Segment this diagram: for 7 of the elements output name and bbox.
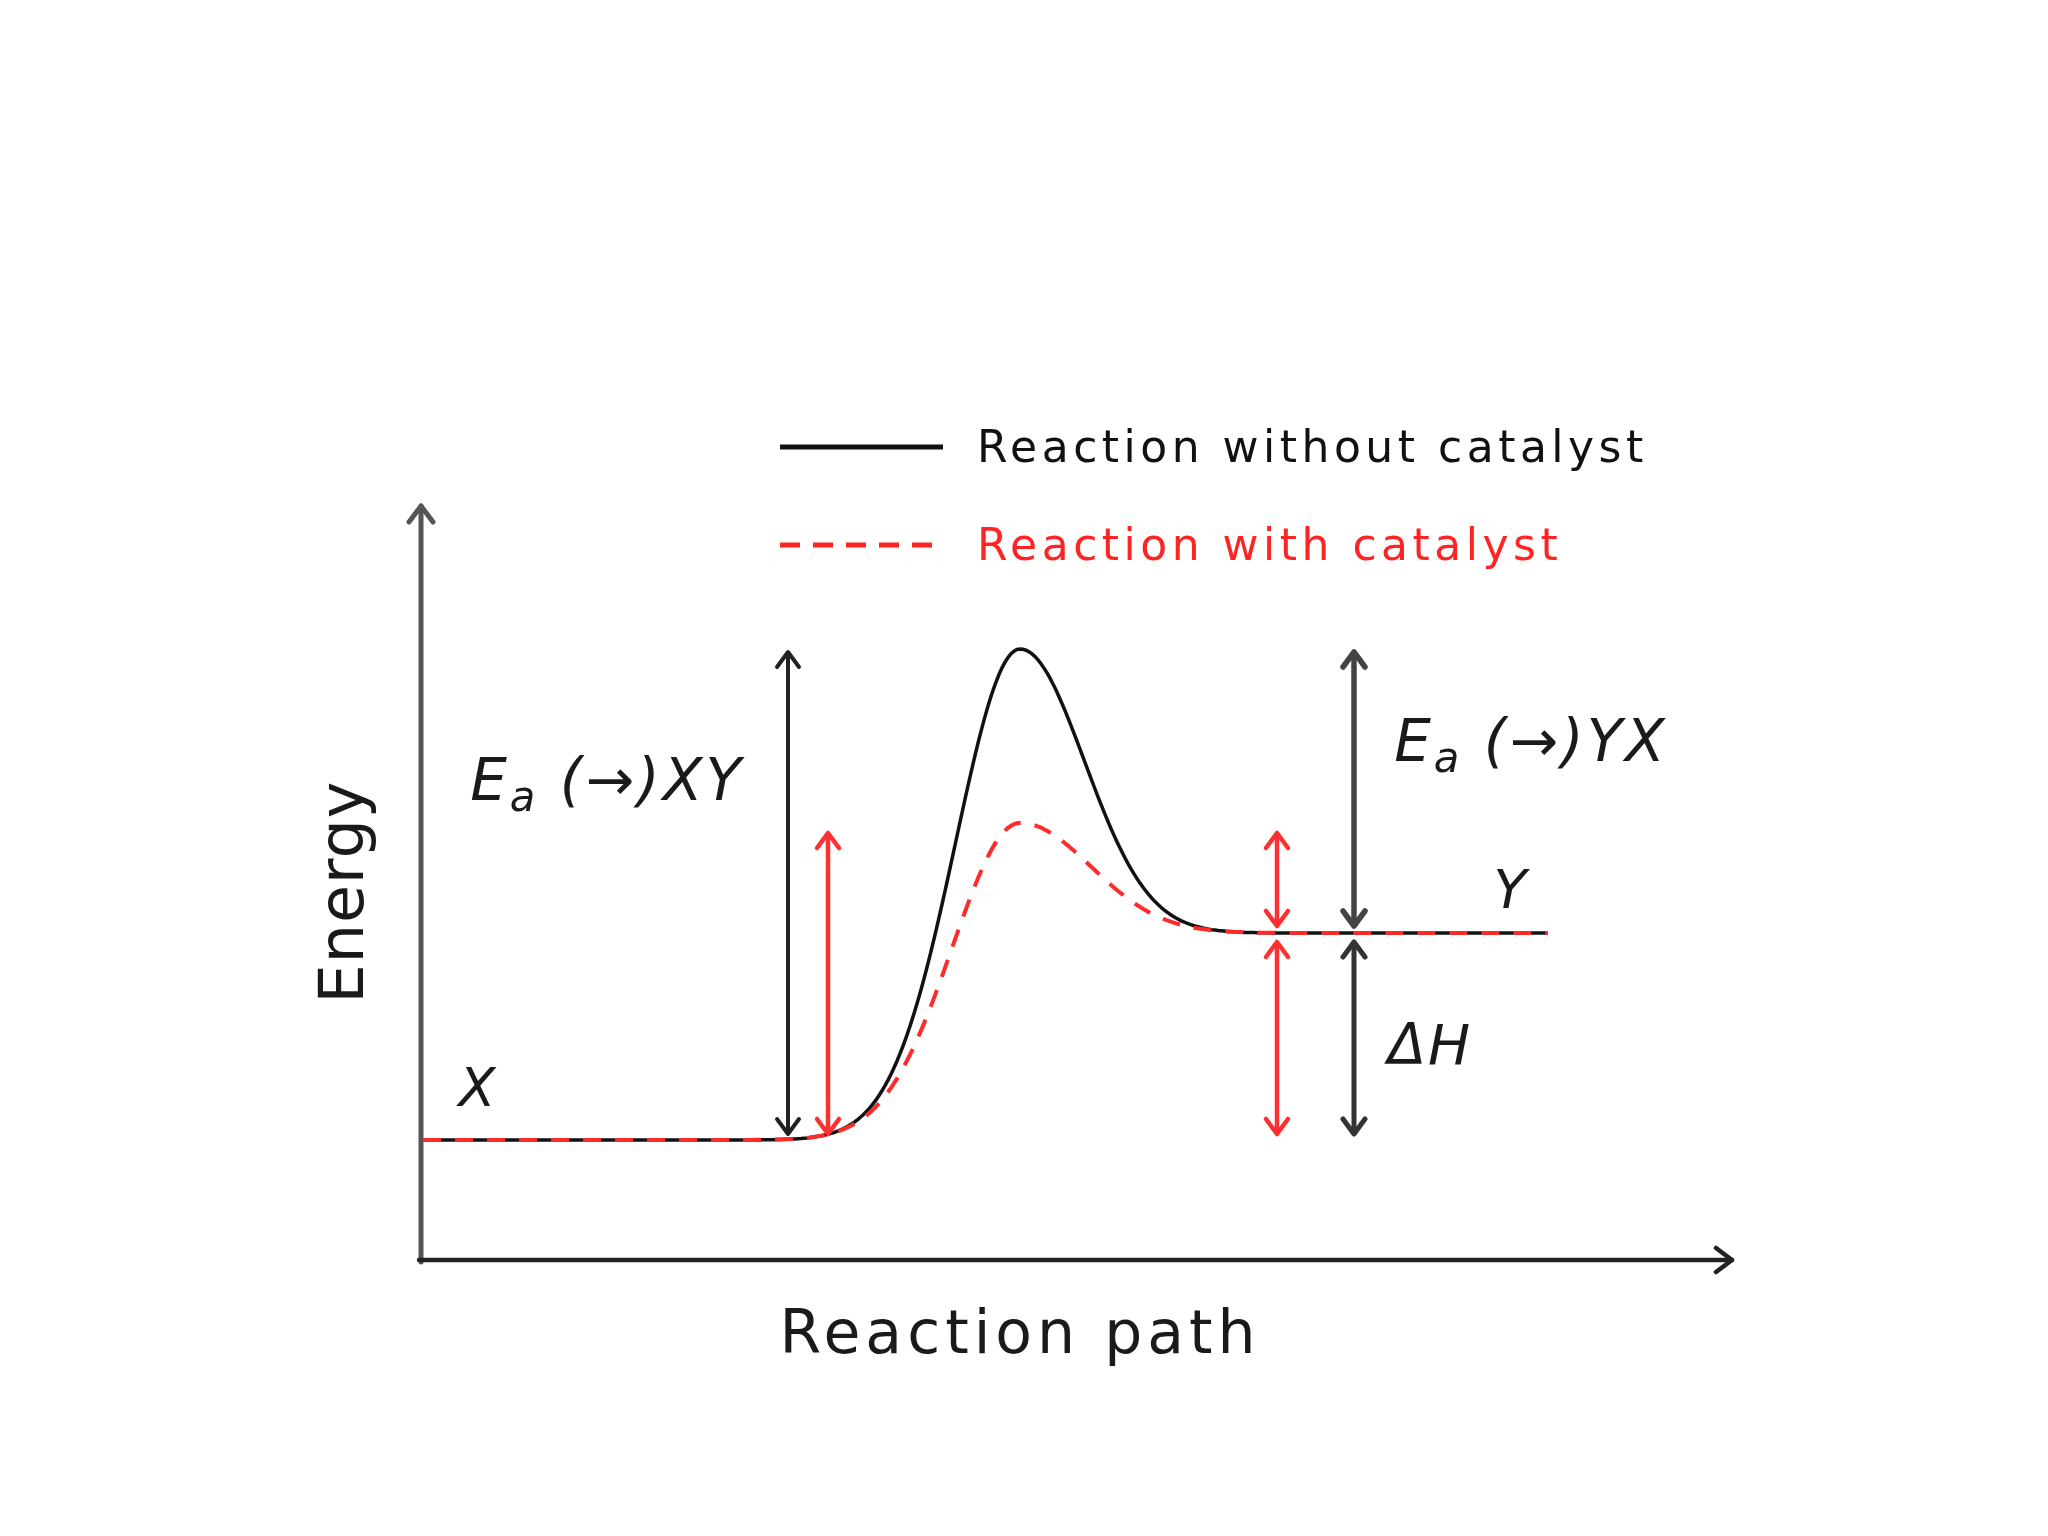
legend-label: Reaction with catalyst xyxy=(977,520,1563,571)
legend-label: Reaction without catalyst xyxy=(977,422,1648,473)
axis-title: Energy xyxy=(306,780,378,1004)
axis-title: Reaction path xyxy=(779,1297,1261,1367)
activation-energy-label: E$_{a}$ (→)YX xyxy=(1394,708,1668,782)
state-label: X xyxy=(458,1056,496,1120)
activation-energy-label: E$_{a}$ (→)XY xyxy=(470,747,744,821)
